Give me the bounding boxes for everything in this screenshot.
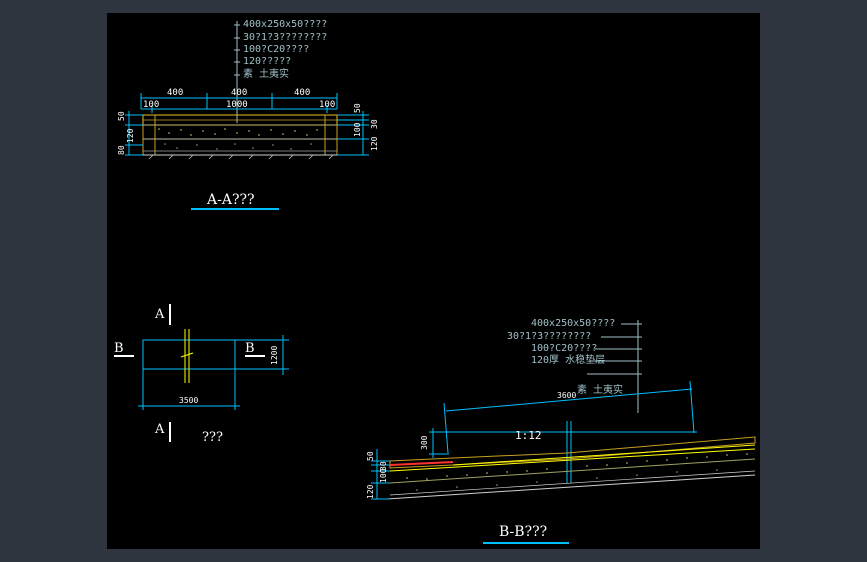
bb-dim-left-4: 120 (366, 484, 375, 499)
plan-dim-width (138, 369, 240, 410)
bb-dim-left-1: 50 (366, 451, 375, 461)
bb-dim-rise-label: 300 (420, 435, 429, 450)
plan-title: ??? (202, 430, 223, 445)
dim-right-aa-3: 100 (353, 122, 362, 137)
aa-soil-hatch (148, 154, 334, 160)
dim-top-line (140, 93, 338, 113)
bb-callout-4: 120厚 水稳垫层 (531, 353, 605, 366)
dim-left-aa-1: 50 (117, 111, 126, 121)
aa-section-body (137, 114, 342, 160)
section-bb-title: B-B??? (499, 524, 547, 540)
bb-dim-rise (429, 428, 449, 458)
callout-ticks (234, 24, 240, 76)
bb-slope-line (449, 421, 697, 483)
bb-callout-5: 素 土夷实 (577, 383, 623, 396)
callout-5: 素 土夷实 (243, 67, 289, 80)
plan-view: A A B B 1200 3500 ??? (114, 304, 289, 445)
dim-left-aa-3: 80 (117, 145, 126, 155)
cad-drawing: 400x250x50???? 30?1?3???????? 100?C20???… (114, 19, 756, 544)
section-aa-title: A-A??? (206, 192, 254, 208)
dim-second-1: 100 (143, 100, 159, 110)
dim-right-aa (337, 111, 369, 156)
callout-2: 30?1?3???????? (243, 32, 327, 43)
bb-callout-2: 30?1?3???????? (507, 331, 591, 342)
section-bb: 400x250x50???? 30?1?3???????? 100?C20???… (366, 318, 756, 544)
bb-dim-left-3: 100 (379, 468, 388, 483)
bb-dim-left (371, 449, 390, 500)
bb-dim-left-2: 30 (379, 461, 388, 471)
callout-1: 400x250x50???? (243, 19, 327, 30)
dim-right-aa-1: 50 (353, 103, 362, 113)
dim-top-3: 400 (294, 88, 310, 98)
callout-3: 100?C20???? (243, 44, 309, 55)
section-mark-b-right: B (245, 341, 255, 356)
drawing-canvas[interactable]: 400x250x50???? 30?1?3???????? 100?C20???… (107, 13, 760, 549)
bb-dim-length (443, 380, 695, 454)
plan-dim-height (235, 335, 289, 375)
section-aa: 400x250x50???? 30?1?3???????? 100?C20???… (117, 19, 379, 210)
bb-section-body (386, 436, 756, 500)
dim-right-aa-4: 120 (370, 136, 379, 151)
bb-callout-1: 400x250x50???? (531, 318, 615, 329)
bb-callout-3: 100?C20???? (531, 343, 597, 354)
section-mark-b-left: B (114, 341, 124, 356)
bb-slope-label: 1:12 (515, 429, 542, 442)
bb-aggregate-dots (406, 453, 748, 491)
dim-left-aa (125, 111, 143, 156)
plan-dim-width-label: 3500 (179, 396, 198, 405)
dim-left-aa-2: 120 (126, 128, 135, 143)
dim-second-2: 1000 (226, 100, 248, 110)
bb-callout-ticks (587, 323, 642, 375)
dim-top-2: 400 (231, 88, 247, 98)
dim-right-aa-2: 30 (370, 119, 379, 129)
section-mark-a-bottom: A (154, 422, 165, 437)
bb-red-layer (389, 461, 454, 466)
plan-break-mark (180, 352, 194, 358)
dim-second-3: 100 (319, 100, 335, 110)
plan-dim-height-label: 1200 (270, 346, 279, 365)
callout-4: 120????? (243, 56, 291, 67)
aa-aggregate-dots (158, 128, 318, 150)
dim-top-1: 400 (167, 88, 183, 98)
section-mark-a-top: A (154, 307, 165, 322)
bb-dim-length-label: 3600 (557, 391, 576, 400)
